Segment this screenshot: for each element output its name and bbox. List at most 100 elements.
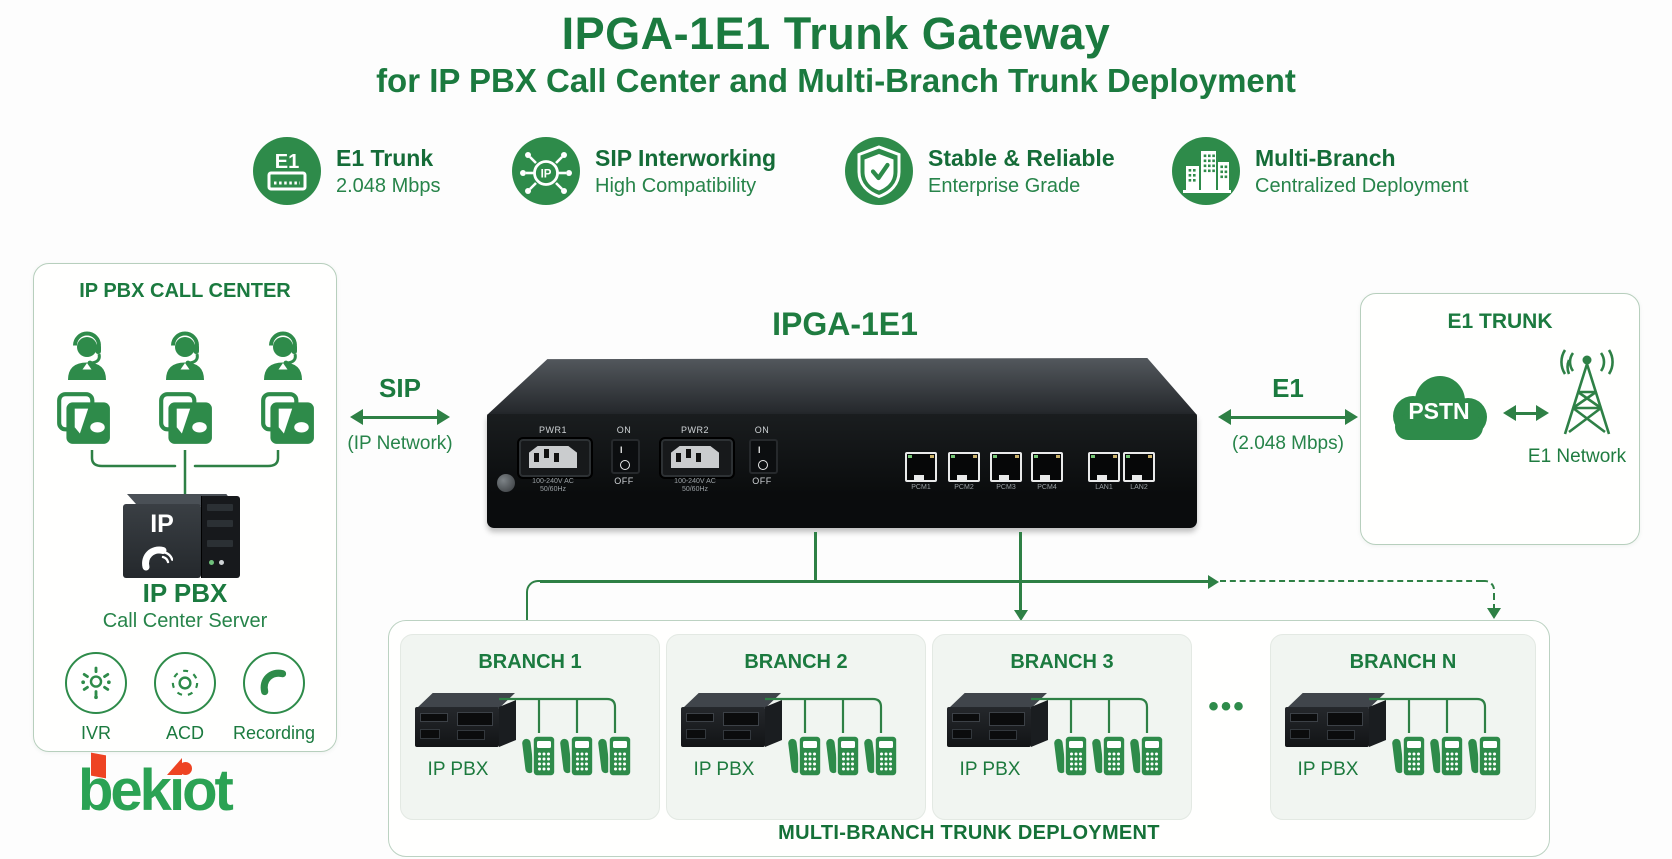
branch-pbx-label: IP PBX <box>427 759 489 780</box>
pcm1-port <box>905 452 937 482</box>
sip-double-arrow <box>350 409 450 425</box>
pcm3-port <box>990 452 1022 482</box>
feature-stable-reliable: Stable & Reliable Enterprise Grade <box>845 136 1115 206</box>
workstation-icon <box>156 392 214 451</box>
server-tower <box>201 496 240 578</box>
service-acd: ACD <box>143 652 227 744</box>
e1-link: E1 (2.048 Mbps) <box>1218 374 1358 455</box>
shield-check-icon <box>845 137 913 205</box>
feature-title: Stable & Reliable <box>928 144 1115 171</box>
power-switch-2: I <box>749 439 778 474</box>
ip-phone-icon <box>1390 733 1426 779</box>
right-panel-title: E1 TRUNK <box>1447 310 1553 333</box>
branchN-arrowhead <box>1486 608 1501 619</box>
feature-subtitle: Centralized Deployment <box>1255 174 1469 197</box>
ip-phone-icon <box>786 733 822 779</box>
service-label: ACD <box>165 723 204 743</box>
e1-label: E1 <box>1272 373 1304 403</box>
branch-phone-lines <box>765 697 883 733</box>
acd-icon <box>154 652 216 714</box>
e1-sublabel: (2.048 Mbps) <box>1232 433 1344 454</box>
service-ivr: IVR <box>54 652 138 744</box>
bekiot-logo: bekıot <box>78 752 298 836</box>
agent-headset-icon <box>156 330 214 393</box>
ip-phone-icon <box>862 733 898 779</box>
mid-arrowhead <box>1208 574 1219 589</box>
agent-headset-icon <box>58 330 116 393</box>
branch-card-2: BRANCH 2 IP PBX <box>666 634 926 820</box>
branch-card-1: BRANCH 1 IP PBX <box>400 634 660 820</box>
ip-phone-icon <box>1052 733 1088 779</box>
lan1-port <box>1088 452 1120 482</box>
branch-pbx-label: IP PBX <box>1297 759 1359 780</box>
lan1-port-label: LAN1 <box>1095 484 1113 491</box>
branch-title: BRANCH 1 <box>478 651 582 673</box>
ip-phone-icon <box>1428 733 1464 779</box>
service-label: Recording <box>232 723 316 743</box>
bracket-connector <box>90 450 280 496</box>
services-row: IVR ACD Recording <box>54 652 316 744</box>
connector-horizontal <box>540 580 1020 583</box>
agents-row <box>48 330 322 393</box>
branch-pbx-graphic <box>1285 691 1387 749</box>
pcm4-port-label: PCM4 <box>1037 484 1057 491</box>
workstation-icon <box>54 392 112 451</box>
pwr1-label: PWR1 <box>538 425 567 435</box>
feature-multi-branch: Multi-Branch Centralized Deployment <box>1172 136 1468 206</box>
branch-card-n: BRANCH N IP PBX <box>1270 634 1536 820</box>
e1-port-icon: E1 <box>253 137 321 205</box>
pcm2-port <box>948 452 980 482</box>
connector-dashed <box>1220 580 1482 582</box>
branch-phone-lines <box>1369 697 1487 733</box>
switch1-on-label: ON <box>616 425 632 435</box>
branch-pbx-label: IP PBX <box>693 759 755 780</box>
branch-title: BRANCH 2 <box>744 651 848 673</box>
sip-label: SIP <box>379 373 421 403</box>
feature-subtitle: Enterprise Grade <box>928 174 1081 197</box>
logo-red-dot <box>179 762 192 775</box>
switch2-on-label: ON <box>754 425 770 435</box>
sip-link: SIP (IP Network) <box>340 374 460 455</box>
svg-text:E1: E1 <box>275 151 299 173</box>
pcm2-port-label: PCM2 <box>954 484 974 491</box>
left-panel-title: IP PBX CALL CENTER <box>79 280 291 302</box>
pstn-cloud: PSTN <box>1383 368 1495 448</box>
sip-sublabel: (IP Network) <box>347 433 453 454</box>
deployment-caption: MULTI-BRANCH TRUNK DEPLOYMENT <box>778 822 1160 844</box>
connector-solid-right <box>1020 580 1210 583</box>
branch-card-3: BRANCH 3 IP PBX <box>932 634 1192 820</box>
lan2-port <box>1123 452 1155 482</box>
feature-sip-interworking: IP SIP Interworking High Compatibility <box>512 136 776 206</box>
server-subtitle: Call Center Server <box>102 610 268 632</box>
lan2-port-label: LAN2 <box>1130 484 1148 491</box>
agent-headset-icon <box>254 330 312 393</box>
feature-e1-trunk: E1 E1 Trunk 2.048 Mbps <box>253 136 441 206</box>
device-top-face <box>487 358 1197 415</box>
e1-trunk-panel: E1 TRUNK PSTN E1 Network <box>1360 293 1640 545</box>
ip-phone-icon <box>596 733 632 779</box>
connector-v2 <box>1019 532 1022 612</box>
e1-double-arrow <box>1218 409 1358 425</box>
device-model-label: IPGA-1E1 <box>772 306 918 342</box>
ip-pbx-call-center-panel: IP PBX CALL CENTER IP <box>33 263 337 752</box>
pcm4-port <box>1031 452 1063 482</box>
power-switch-1: I <box>611 439 640 474</box>
server-ip-badge: IP <box>150 510 174 538</box>
feature-subtitle: 2.048 Mbps <box>336 174 441 197</box>
voip-handset-icon <box>142 546 173 571</box>
branch3-arrowhead <box>1013 610 1028 621</box>
ip-phone-icon <box>1090 733 1126 779</box>
service-recording: Recording <box>232 652 316 744</box>
connector-dashed-corner <box>1482 580 1495 596</box>
connector-v1 <box>814 532 817 581</box>
pcm3-port-label: PCM3 <box>996 484 1016 491</box>
branch-pbx-graphic <box>681 691 783 749</box>
switch1-off-label: OFF <box>614 476 634 486</box>
feature-title: SIP Interworking <box>595 144 777 171</box>
pstn-label: PSTN <box>1408 398 1470 424</box>
branch-phone-lines <box>499 697 617 733</box>
workstation-icon <box>258 392 316 451</box>
pcm1-port-label: PCM1 <box>911 484 931 491</box>
branch-ellipsis: ••• <box>1208 690 1246 723</box>
